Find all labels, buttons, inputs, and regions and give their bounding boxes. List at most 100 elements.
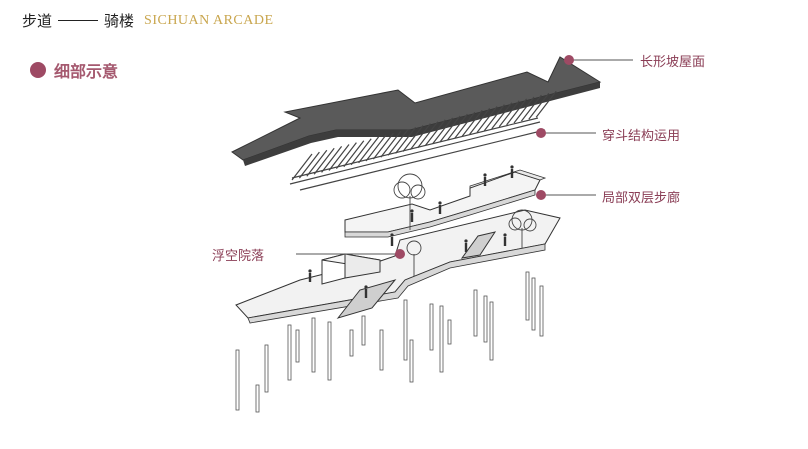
header-dash xyxy=(58,20,99,21)
marker-double-corridor xyxy=(536,190,546,200)
person-body xyxy=(438,205,442,214)
person-body xyxy=(503,237,507,246)
column xyxy=(264,344,269,393)
header-english-title: SICHUAN ARCADE xyxy=(144,12,274,28)
person-body xyxy=(308,273,312,282)
rafter xyxy=(358,136,380,164)
column xyxy=(311,317,316,373)
rafter-layer xyxy=(289,90,557,191)
upper-slab-wing xyxy=(469,169,547,189)
rafter xyxy=(335,142,357,169)
purlin xyxy=(299,129,546,191)
person-head xyxy=(390,233,394,237)
tree-group xyxy=(393,173,537,276)
person-head xyxy=(503,233,507,237)
column xyxy=(235,349,240,411)
person-body xyxy=(390,237,394,246)
callout-chuandou-structure: 穿斗结构运用 xyxy=(602,129,681,144)
person-head xyxy=(464,239,468,243)
rafter xyxy=(446,113,468,141)
rafter xyxy=(409,123,431,150)
rafter xyxy=(528,92,550,120)
rafter xyxy=(483,104,505,131)
tree-icon xyxy=(508,209,537,248)
column xyxy=(379,329,384,371)
person-head xyxy=(483,173,487,177)
rafter xyxy=(306,149,328,177)
column xyxy=(531,277,536,331)
column-layer xyxy=(235,271,544,413)
rafter xyxy=(380,130,402,158)
column xyxy=(439,305,444,373)
courtyard-box-side xyxy=(344,253,381,279)
rafter xyxy=(469,108,491,135)
marker-long-slope-roof xyxy=(564,55,574,65)
callout-long-slope-roof: 长形坡屋面 xyxy=(640,55,706,70)
people-group xyxy=(308,165,514,298)
marker-chuandou-structure xyxy=(536,128,546,138)
rafter xyxy=(417,121,439,149)
header-title-left: 步道 xyxy=(22,12,53,30)
column xyxy=(403,299,408,361)
rafter xyxy=(343,140,365,168)
stair-lower xyxy=(336,279,397,319)
callout-double-corridor: 局部双层步廊 xyxy=(602,191,681,206)
rafter xyxy=(506,98,528,126)
rafter xyxy=(461,109,483,137)
lower-corridor-layer xyxy=(235,209,561,324)
callout-floating-courtyard: 浮空院落 xyxy=(212,249,265,264)
leader-lines xyxy=(296,55,633,259)
person-head xyxy=(308,269,312,273)
rafter xyxy=(402,125,424,152)
section-heading: 细部示意 xyxy=(30,58,118,82)
rafter xyxy=(298,151,320,179)
rafter xyxy=(513,96,535,124)
roof-layer xyxy=(231,56,602,166)
rafter xyxy=(424,119,446,147)
upper-corridor-layer xyxy=(344,169,547,238)
rafter xyxy=(321,146,343,173)
column xyxy=(447,319,452,345)
rafter xyxy=(328,144,350,171)
stair-upper xyxy=(460,231,497,259)
column xyxy=(483,295,488,343)
column xyxy=(409,339,414,383)
person-head xyxy=(510,165,514,169)
rafter xyxy=(491,102,513,130)
person-head xyxy=(364,285,368,289)
marker-floating-courtyard xyxy=(395,249,405,259)
column xyxy=(489,301,494,361)
person-head xyxy=(410,209,414,213)
column xyxy=(473,289,478,337)
column xyxy=(327,321,332,381)
tree-icon xyxy=(406,240,422,276)
rafter xyxy=(395,127,417,154)
column xyxy=(361,315,366,346)
column xyxy=(539,285,544,337)
rafter xyxy=(535,90,557,118)
tree-icon xyxy=(393,173,426,230)
person-body xyxy=(483,177,487,186)
column xyxy=(525,271,530,321)
purlin xyxy=(291,117,539,179)
header-title-right: 骑楼 xyxy=(104,12,135,30)
header: 步道 骑楼 SICHUAN ARCADE xyxy=(22,10,274,31)
rafter xyxy=(520,94,542,122)
purlin xyxy=(289,121,541,185)
column xyxy=(255,384,260,413)
person-body xyxy=(410,213,414,222)
rafter xyxy=(454,111,476,139)
person-body xyxy=(464,243,468,252)
column xyxy=(349,329,354,357)
rafter xyxy=(313,147,335,175)
person-body xyxy=(364,289,368,298)
section-title: 细部示意 xyxy=(54,62,119,81)
rafter xyxy=(365,134,387,162)
rafter xyxy=(432,117,454,145)
rafter xyxy=(372,132,394,160)
rafter xyxy=(498,100,520,128)
person-head xyxy=(438,201,442,205)
rafter xyxy=(291,153,313,181)
rafter xyxy=(387,128,409,156)
